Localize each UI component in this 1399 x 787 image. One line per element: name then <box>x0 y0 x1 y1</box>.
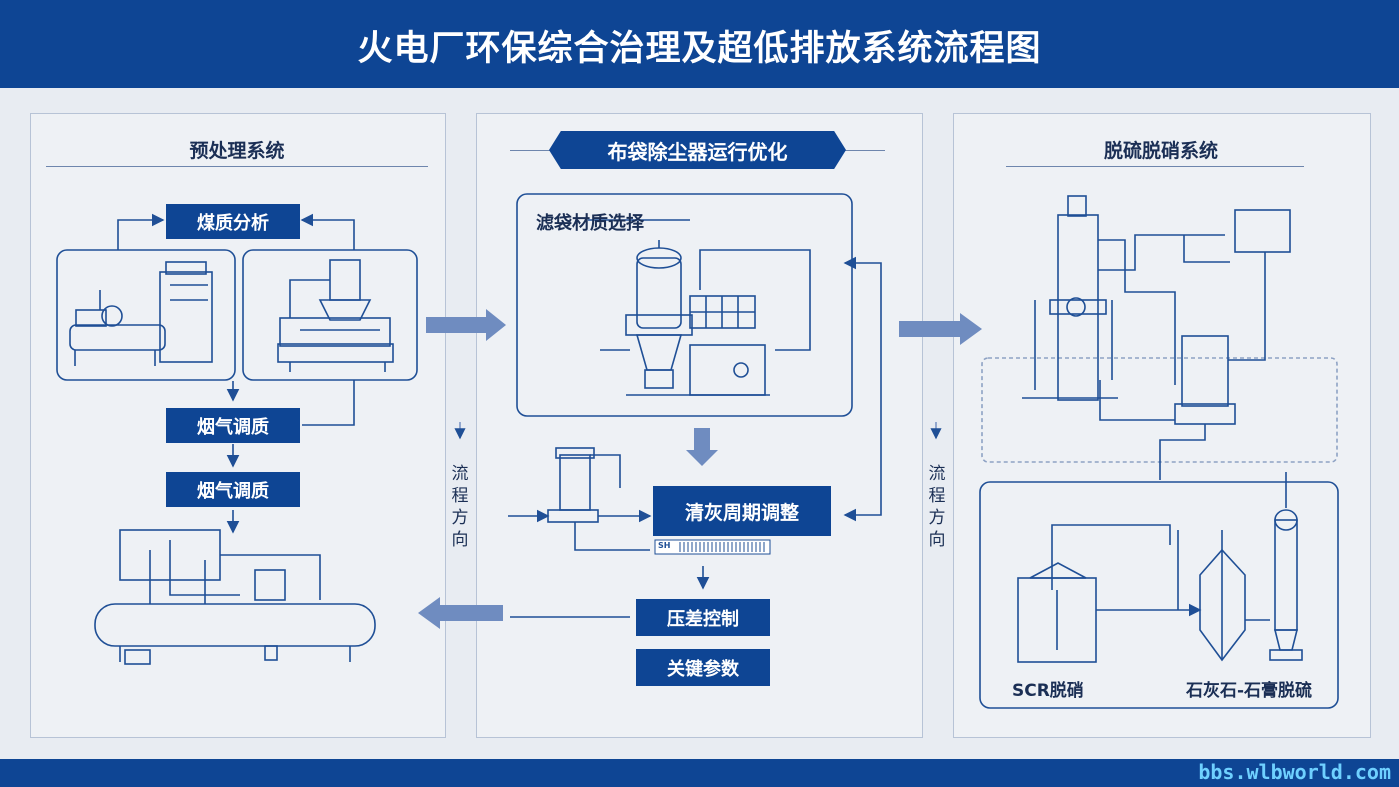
clean-cycle-box: 清灰周期调整 <box>653 486 831 536</box>
coal-equipment-frame <box>56 249 236 381</box>
scr-denitration-label: SCR脱硝 <box>1012 681 1084 701</box>
desulfurization-title: 脱硫脱硝系统 <box>1103 140 1218 162</box>
bag-filter-divider-left <box>510 150 550 151</box>
footer-bar <box>0 759 1399 787</box>
desulfurization-panel <box>953 113 1371 738</box>
pretreatment-divider <box>46 166 428 167</box>
filter-material-label: 滤袋材质选择 <box>536 213 644 234</box>
key-parameters-box: 关键参数 <box>636 649 770 686</box>
flue-gas-conditioning-box-2: 烟气调质 <box>166 472 300 507</box>
scr-gypsum-frame <box>979 481 1339 709</box>
coal-analysis-box: 煤质分析 <box>166 204 300 239</box>
limestone-gypsum-label: 石灰石-石膏脱硫 <box>1186 681 1313 701</box>
boiler-equipment-frame <box>242 249 418 381</box>
flow-direction-left: 流程方向 <box>451 464 469 550</box>
small-table-label: SH <box>658 541 671 550</box>
bag-filter-divider-right <box>845 150 885 151</box>
header-bar: 火电厂环保综合治理及超低排放系统流程图 <box>0 0 1399 88</box>
filter-material-frame <box>516 193 853 417</box>
watermark: bbs.wlbworld.com <box>1198 760 1391 784</box>
page-title: 火电厂环保综合治理及超低排放系统流程图 <box>357 29 1042 69</box>
flow-direction-right: 流程方向 <box>928 464 946 550</box>
bag-filter-title: 布袋除尘器运行优化 <box>549 131 846 169</box>
flue-gas-conditioning-box-1: 烟气调质 <box>166 408 300 443</box>
pressure-control-box: 压差控制 <box>636 599 770 636</box>
pretreatment-title: 预处理系统 <box>189 140 285 162</box>
desulfurization-divider <box>1006 166 1304 167</box>
